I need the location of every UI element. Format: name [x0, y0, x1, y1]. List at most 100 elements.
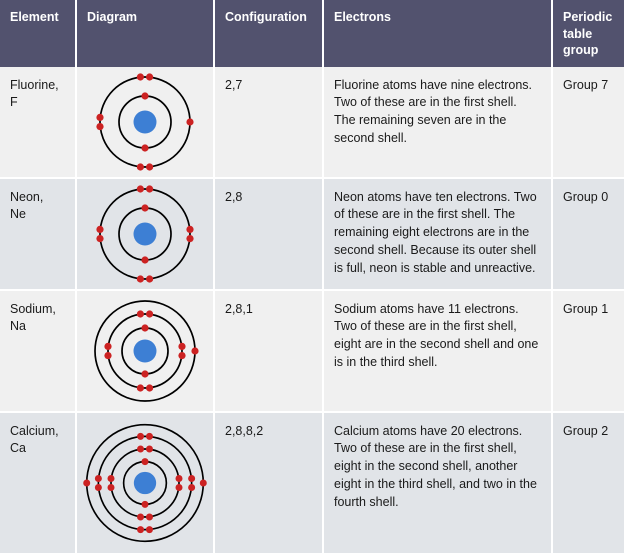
cell-diagram [77, 66, 215, 179]
cell-element: Fluorine, F [0, 66, 77, 179]
electron-dot [107, 474, 115, 482]
electron-dot [141, 457, 149, 465]
electron-dot [137, 432, 145, 440]
table-row: Neon, Ne 2,8 Neon atoms have ten electrons… [0, 178, 624, 291]
electrons-description: Neon atoms have ten electrons. Two of th… [334, 189, 537, 275]
electron-dot [191, 346, 199, 355]
element-label: Fluorine, F [10, 77, 59, 110]
electron-dot [146, 274, 154, 283]
fluorine-atom-diagram [96, 72, 194, 171]
electron-dot [141, 500, 149, 508]
electron-dot [136, 383, 144, 392]
cell-group: Group 7 [553, 66, 624, 179]
cell-electrons: Fluorine atoms have nine electrons. Two … [324, 66, 553, 179]
electron-dot [145, 445, 153, 452]
element-label: Neon, Ne [10, 189, 44, 222]
electron-dot [137, 525, 145, 533]
cell-diagram [77, 290, 215, 413]
electron-dot [188, 483, 196, 491]
electron-shell-ring [99, 187, 191, 280]
electron-dot [94, 474, 102, 482]
electron-dot [96, 225, 104, 233]
nucleus [133, 110, 157, 133]
cell-electrons: Calcium atoms have 20 electrons. Two of … [324, 412, 553, 553]
electron-dot [141, 91, 149, 100]
configuration-value: 2,8,1 [225, 301, 253, 316]
electron-dot [146, 383, 154, 392]
cell-electrons: Neon atoms have ten electrons. Two of th… [324, 178, 553, 291]
cell-element: Calcium, Ca [0, 412, 77, 553]
electron-dot [136, 184, 144, 193]
electron-dot [199, 479, 207, 486]
electron-dot [145, 432, 153, 440]
electron-dot [186, 234, 194, 242]
electron-shell-ring [97, 435, 193, 530]
element-label: Calcium, Ca [10, 423, 59, 456]
electron-dot [137, 445, 145, 452]
electron-shell-ring [107, 312, 183, 389]
electron-dot [141, 143, 149, 152]
electron-dot [96, 122, 104, 130]
cell-configuration: 2,8,1 [215, 290, 324, 413]
cell-diagram [77, 412, 215, 553]
cell-element: Sodium, Na [0, 290, 77, 413]
neon-atom-diagram [96, 184, 194, 283]
cell-group: Group 1 [553, 290, 624, 413]
configuration-value: 2,7 [225, 77, 243, 92]
cell-electrons: Sodium atoms have 11 electrons. Two of t… [324, 290, 553, 413]
cell-element: Neon, Ne [0, 178, 77, 291]
column-header-group: Periodic table group [553, 0, 624, 67]
table-header: Element Diagram Configuration Electrons … [0, 0, 624, 67]
electron-dot [141, 369, 149, 378]
cell-configuration: 2,8 [215, 178, 324, 291]
electron-dot [83, 479, 91, 486]
group-label: Group 2 [563, 423, 609, 438]
electrons-description: Calcium atoms have 20 electrons. Two of … [334, 423, 537, 509]
electron-dot [146, 72, 154, 81]
electron-dot [136, 162, 144, 171]
group-label: Group 7 [563, 77, 609, 92]
electron-dot [137, 513, 145, 520]
table-row: Sodium, Na 2,8,1 Sodium atoms have 11 elec… [0, 290, 624, 413]
electron-dot [136, 72, 144, 81]
electron-dot [136, 274, 144, 283]
sodium-atom-diagram [94, 299, 199, 402]
nucleus [133, 222, 157, 245]
electron-dot [178, 351, 186, 359]
electron-dot [145, 513, 153, 520]
column-header-configuration: Configuration [215, 0, 324, 67]
group-label: Group 0 [563, 189, 609, 204]
electron-dot [94, 483, 102, 491]
nucleus [133, 471, 157, 494]
table-row: Fluorine, F 2,7 Fluorine atoms have nine e… [0, 66, 624, 179]
electron-dot [141, 323, 149, 332]
electron-dot [141, 255, 149, 264]
diagram-container [77, 413, 213, 553]
table-body: Fluorine, F 2,7 Fluorine atoms have nine e… [0, 66, 624, 553]
electron-shell-ring [110, 447, 180, 518]
electron-dot [96, 234, 104, 242]
diagram-container [77, 291, 213, 411]
electron-dot [96, 113, 104, 121]
electron-dot [188, 474, 196, 482]
electron-dot [141, 203, 149, 212]
column-header-electrons: Electrons [324, 0, 553, 67]
electron-dot [145, 525, 153, 533]
diagram-container [77, 179, 213, 289]
electron-dot [146, 309, 154, 318]
column-header-element: Element [0, 0, 77, 67]
electron-dot [136, 309, 144, 318]
electron-dot [104, 342, 112, 350]
configuration-value: 2,8 [225, 189, 243, 204]
electron-dot [146, 184, 154, 193]
electron-dot [175, 483, 183, 491]
cell-configuration: 2,8,8,2 [215, 412, 324, 553]
calcium-atom-diagram [83, 423, 207, 542]
cell-group: Group 2 [553, 412, 624, 553]
electron-dot [107, 483, 115, 491]
electron-dot [104, 351, 112, 359]
electron-dot [186, 117, 194, 126]
cell-configuration: 2,7 [215, 66, 324, 179]
diagram-container [77, 67, 213, 177]
